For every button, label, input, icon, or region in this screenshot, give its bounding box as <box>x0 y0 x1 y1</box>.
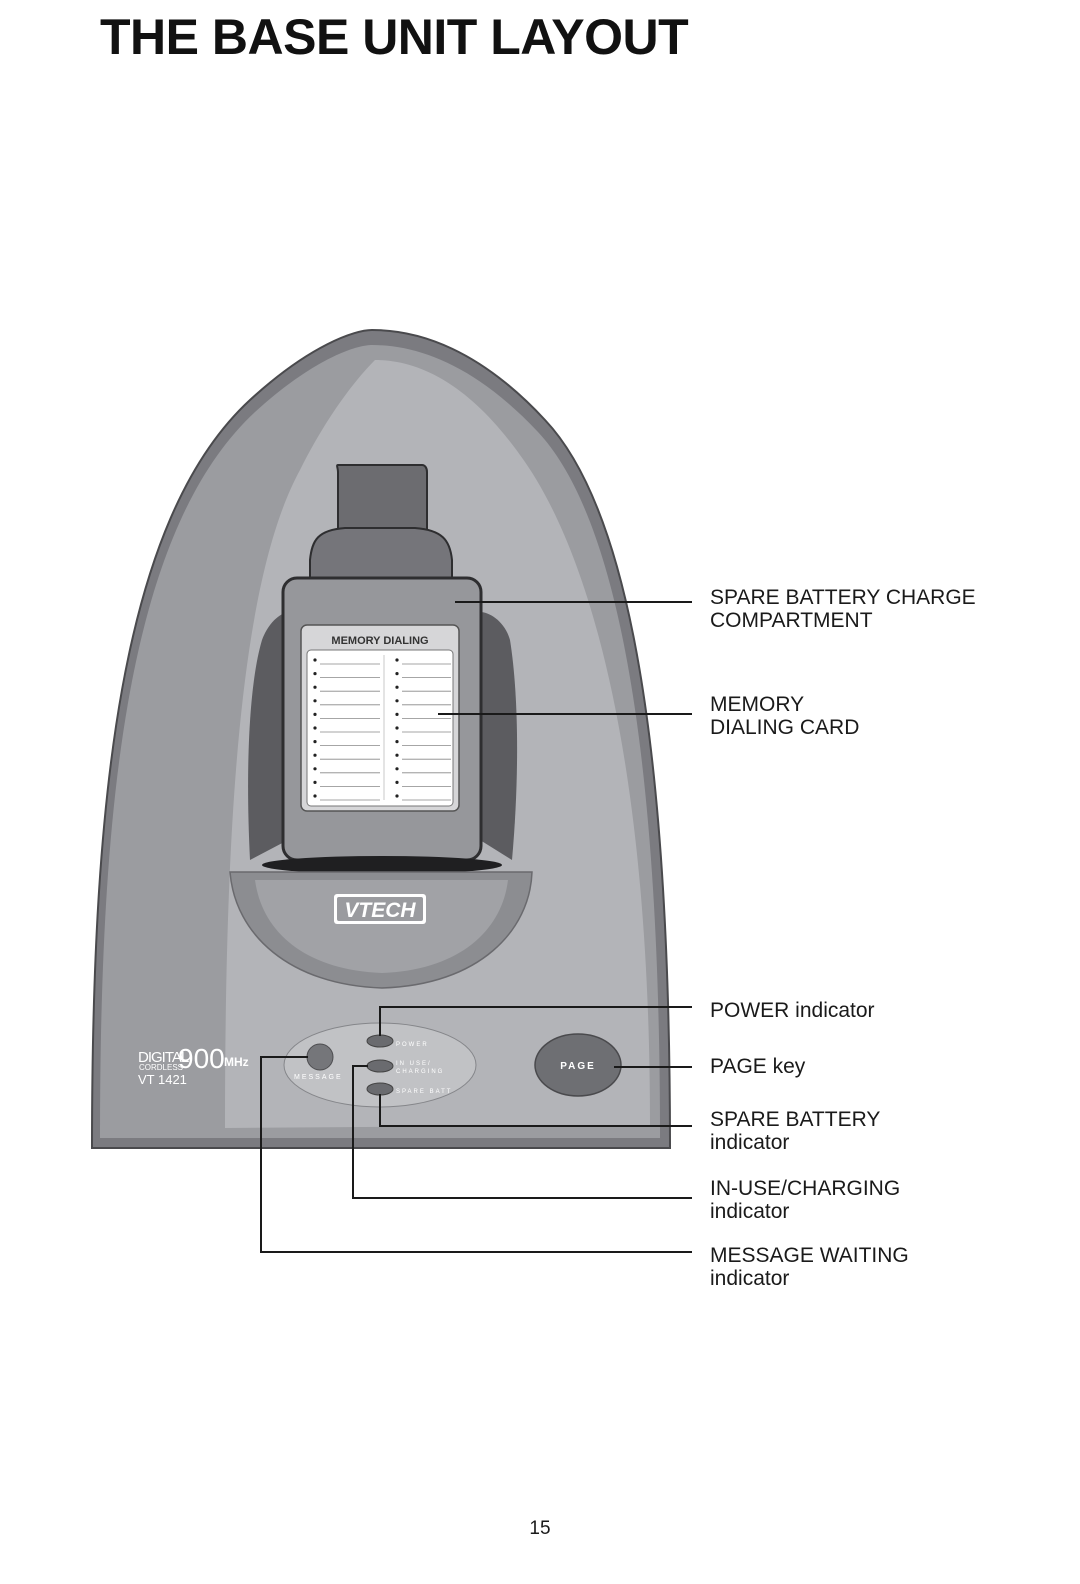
compartment-shadow <box>262 856 502 874</box>
card-row-bullet <box>313 740 317 744</box>
card-row-bullet <box>395 672 399 676</box>
card-row-bullet <box>313 780 317 785</box>
page-number: 15 <box>529 1518 551 1539</box>
card-row-bullet <box>395 767 399 771</box>
model-cordless-text: CORDLESS <box>139 1063 183 1072</box>
model-digital-text: DIGITAL <box>138 1049 189 1066</box>
card-row-bullet <box>395 794 399 798</box>
message-label: MESSAGE <box>294 1074 343 1081</box>
callout-message-waiting-indicator: MESSAGE WAITING indicator <box>710 1244 909 1290</box>
page-title: THE BASE UNIT LAYOUT <box>100 9 689 65</box>
model-mhz-text: MHz <box>224 1055 249 1069</box>
in-use-charging-led <box>366 1059 394 1073</box>
page-key[interactable] <box>534 1033 622 1097</box>
in-use-label-2: CHARGING <box>396 1069 444 1075</box>
message-waiting-led <box>306 1043 334 1071</box>
card-row-bullet <box>313 658 317 662</box>
card-row-bullet <box>395 685 399 689</box>
model-900-text: 900 <box>178 1043 225 1074</box>
card-row-bullet <box>395 726 399 730</box>
card-row-bullet <box>313 672 317 676</box>
memory-card-rows <box>313 655 451 801</box>
callout-memory-dialing-card: MEMORY DIALING CARD <box>710 693 860 739</box>
cradle-wing-right <box>480 612 518 860</box>
memory-card-sheet <box>306 649 454 807</box>
card-row-bullet <box>313 726 317 730</box>
card-row-bullet <box>395 780 399 785</box>
leader-message-waiting <box>260 1056 692 1253</box>
card-row-bullet <box>395 740 399 744</box>
brand-logo: VTECH <box>344 899 416 922</box>
card-row-bullet <box>395 658 399 662</box>
spare-battery-led <box>366 1082 394 1096</box>
clip-latch <box>309 527 453 581</box>
in-use-label-1: IN USE/ <box>396 1061 432 1067</box>
leader-spare-battery-indicator <box>379 1094 692 1127</box>
card-row-bullet <box>313 712 317 717</box>
callout-page-key: PAGE key <box>710 1055 806 1078</box>
callout-power-indicator: POWER indicator <box>710 999 875 1022</box>
callout-spare-battery-indicator: SPARE BATTERY indicator <box>710 1108 881 1154</box>
card-row-bullet <box>313 685 317 689</box>
card-row-bullet <box>313 767 317 771</box>
spare-batt-label: SPARE BATT <box>396 1089 452 1095</box>
card-row-bullet <box>395 699 399 703</box>
power-led <box>366 1034 394 1048</box>
page-key-label: PAGE <box>560 1061 596 1072</box>
power-label: POWER <box>396 1042 429 1048</box>
lower-bowl-inner <box>255 880 508 973</box>
memory-card-title: MEMORY DIALING <box>331 635 428 647</box>
card-row-bullet <box>395 712 399 717</box>
card-row-bullet <box>313 699 317 703</box>
leader-power-indicator <box>379 1006 692 1036</box>
card-row-bullet <box>395 753 399 757</box>
callout-in-use-charging-indicator: IN-USE/CHARGING indicator <box>710 1177 901 1223</box>
callout-spare-battery-compartment: SPARE BATTERY CHARGE COMPARTMENT <box>710 586 976 632</box>
card-row-bullet <box>313 794 317 798</box>
card-row-bullet <box>313 753 317 757</box>
model-name-text: VT 1421 <box>138 1072 187 1087</box>
cradle-wing-left <box>248 612 288 860</box>
leader-in-use-charging <box>352 1065 692 1199</box>
